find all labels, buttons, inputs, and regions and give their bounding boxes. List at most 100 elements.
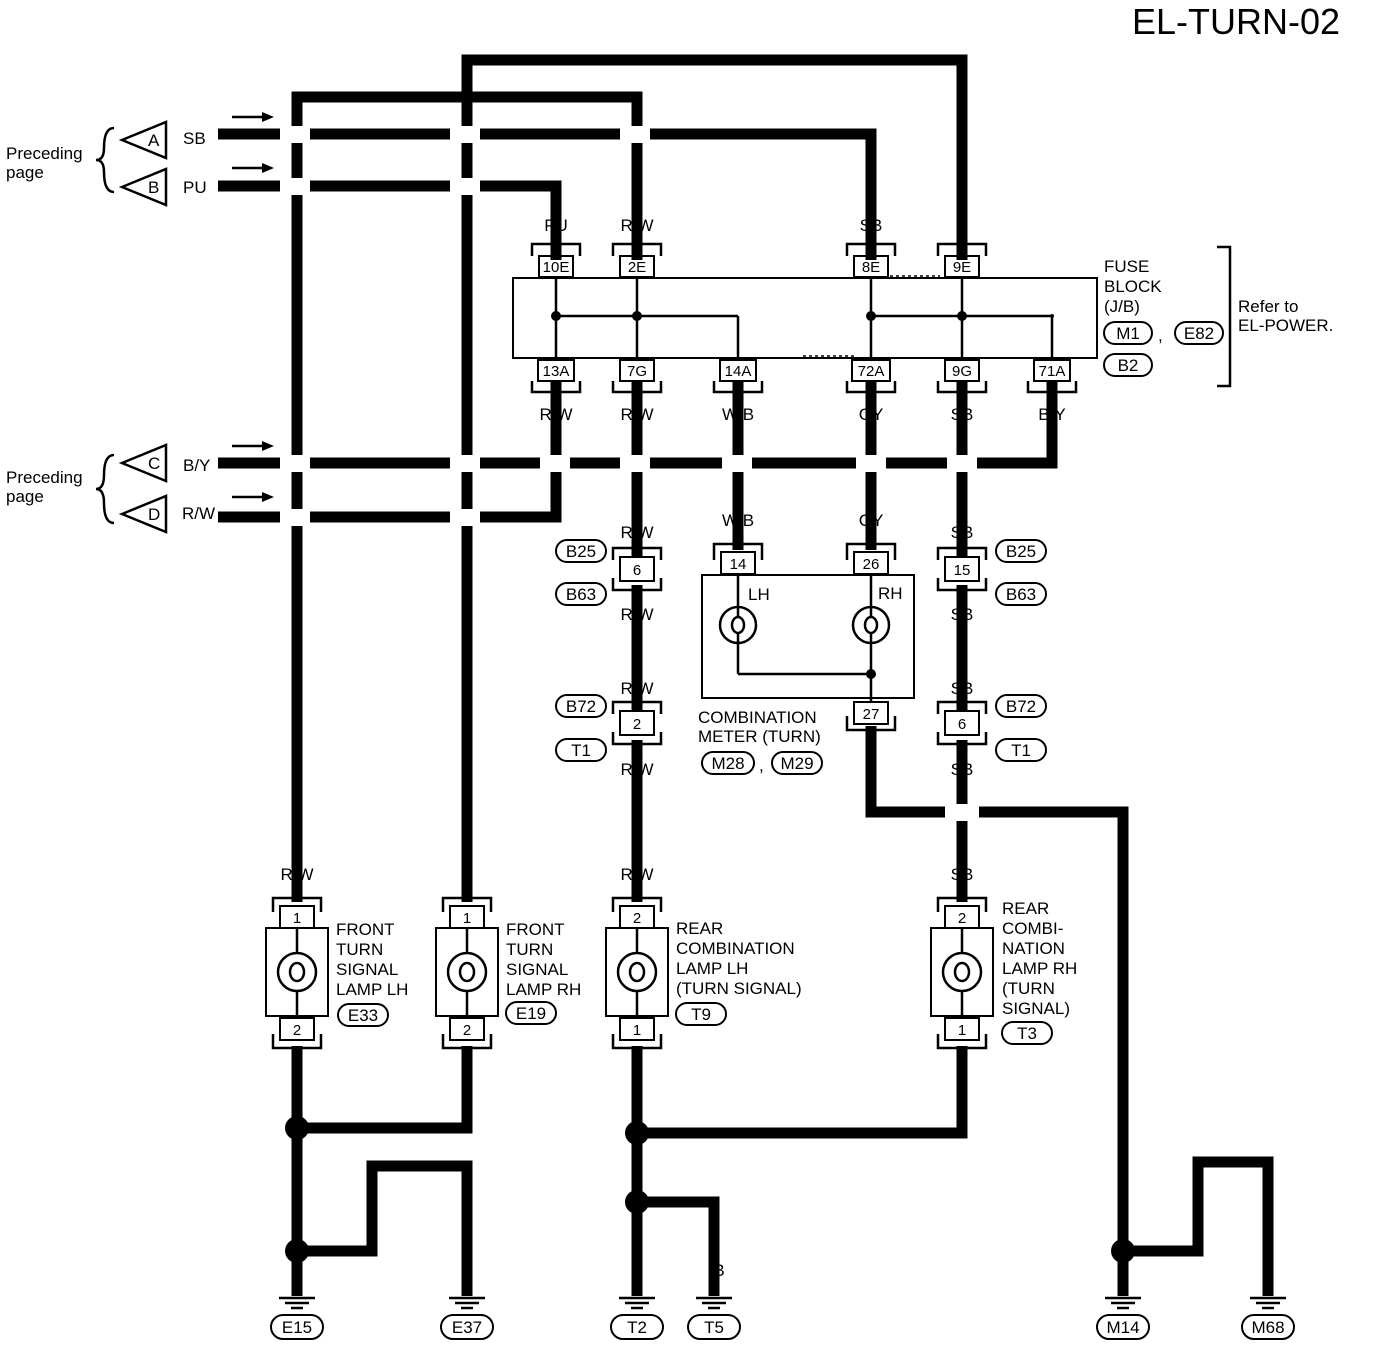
wire-color: SB <box>951 865 974 884</box>
fuse-block-name: FUSE <box>1104 257 1149 276</box>
ground-code: E15 <box>282 1318 312 1337</box>
wire-color: R/W <box>620 865 653 884</box>
lamp-name: TURN <box>506 940 553 959</box>
pin-label: 15 <box>954 562 971 579</box>
connector-c-letter: C <box>148 454 160 473</box>
meter-name: COMBINATION <box>698 708 817 727</box>
wire-color: W/B <box>722 405 754 424</box>
wire-color: B <box>461 1063 472 1082</box>
wire-color: SB <box>951 523 974 542</box>
wire-color: B <box>461 1191 472 1210</box>
wire-color: B <box>1117 1193 1128 1212</box>
fuse-block: 10E 2E 8E 9E PU R/W SB P 13A 7G 14A 72A … <box>512 216 1333 424</box>
preceding-label: page <box>6 487 44 506</box>
pin-label: 1 <box>633 1022 641 1039</box>
lamp-name: LAMP RH <box>506 980 581 999</box>
pin-label: 9G <box>952 363 972 380</box>
wire-color: B/Y <box>1038 405 1065 424</box>
pin-label: 1 <box>293 910 301 927</box>
lamp-name: SIGNAL <box>336 960 398 979</box>
wire-color: B <box>366 1191 377 1210</box>
connector-c-triangle <box>118 443 168 483</box>
lamp-name: FRONT <box>336 920 395 939</box>
wire-color-b: PU <box>183 178 207 197</box>
wire-color-d: R/W <box>182 504 215 523</box>
connector-code: T1 <box>1011 741 1031 760</box>
lamp-name: LAMP RH <box>1002 959 1077 978</box>
ground-code: T2 <box>627 1318 647 1337</box>
wire-color: P <box>461 865 472 884</box>
lamp-name: SIGNAL <box>506 960 568 979</box>
lamp-bulb-icon <box>616 951 658 993</box>
ground-wire-labels: B B B B B B B B B <box>291 1190 1273 1288</box>
pin-label: 72A <box>858 363 885 380</box>
wire-color: B <box>956 1063 967 1082</box>
wire-color: SB <box>951 405 974 424</box>
wire-color: GY <box>859 511 884 530</box>
connector-code: B25 <box>1006 542 1036 561</box>
fuse-block-label: FUSE BLOCK (J/B) M1 , E82 B2 Refer to EL… <box>1103 245 1333 388</box>
connector-code: B72 <box>566 697 596 716</box>
lamp-name: LAMP LH <box>336 980 408 999</box>
wire-color-c: B/Y <box>183 456 210 475</box>
pin-label: 9E <box>953 259 971 276</box>
ground-symbol: M14 <box>1096 1296 1150 1340</box>
pin-label: 6 <box>958 716 966 733</box>
connector-code: B72 <box>1006 697 1036 716</box>
pin-label: 14 <box>730 556 747 573</box>
wire-color: R/W <box>620 523 653 542</box>
wire-color: B <box>865 749 876 768</box>
pin-label: 71A <box>1039 363 1066 380</box>
wire-color: GY <box>859 405 884 424</box>
ground-code: E37 <box>452 1318 482 1337</box>
fuse-bottom-wire-colors: R/W R/W W/B GY SB B/Y <box>539 405 1065 424</box>
meter-name: METER (TURN) <box>698 727 821 746</box>
pin-label: 2 <box>463 1022 471 1039</box>
wire-color-a: SB <box>183 129 206 148</box>
wire-color: R/W <box>620 679 653 698</box>
wire-color: B <box>631 1063 642 1082</box>
fuse-block-name: (J/B) <box>1104 297 1140 316</box>
wire-color: R/W <box>539 405 572 424</box>
wire-color: B <box>631 1261 642 1280</box>
refer-note: EL-POWER. <box>1238 316 1333 335</box>
lamp-bulb-icon <box>941 951 983 993</box>
meter-lamp-lh-icon <box>718 605 758 645</box>
wire-color: R/W <box>620 605 653 624</box>
preceding-label: Preceding <box>6 468 83 487</box>
lamp-label: LH <box>748 585 770 604</box>
lamp-bulb-icon <box>446 951 488 993</box>
left-inline-connectors: R/W 6 B25 B63 R/W R/W 2 B72 T1 R/W <box>555 523 663 779</box>
wire-color: B <box>1192 1190 1203 1209</box>
connector-code: E33 <box>348 1006 378 1025</box>
connector-a-triangle <box>118 120 168 160</box>
connector-code: M28 <box>711 754 744 773</box>
connector-code: E82 <box>1184 324 1214 343</box>
svg-text:,: , <box>1158 326 1163 345</box>
pin-label: 2 <box>958 910 966 927</box>
lamp-label: RH <box>878 584 903 603</box>
pin-label: 8E <box>862 259 880 276</box>
flow-arrows <box>232 112 274 502</box>
wire-color: R/W <box>620 405 653 424</box>
right-inline-connectors: SB 15 B25 B63 SB SB 6 B72 T1 SB <box>936 523 1047 779</box>
meter-lamp-rh-icon <box>851 605 891 645</box>
connector-code: B63 <box>566 585 596 604</box>
lamp-name: NATION <box>1002 939 1065 958</box>
wire-color: P <box>956 216 967 235</box>
wire-color: SB <box>951 605 974 624</box>
connector-b-triangle <box>118 167 168 207</box>
lamp-name: FRONT <box>506 920 565 939</box>
pin-label: 1 <box>958 1022 966 1039</box>
connector-code: B63 <box>1006 585 1036 604</box>
pin-label: 2 <box>293 1022 301 1039</box>
ground-code: T5 <box>704 1318 724 1337</box>
connector-b-letter: B <box>148 178 159 197</box>
ground-symbol: T5 <box>687 1296 741 1340</box>
lamp-name: REAR <box>676 919 723 938</box>
pin-label: 2 <box>633 910 641 927</box>
lamp-name: TURN <box>336 940 383 959</box>
wire-color: SB <box>951 760 974 779</box>
